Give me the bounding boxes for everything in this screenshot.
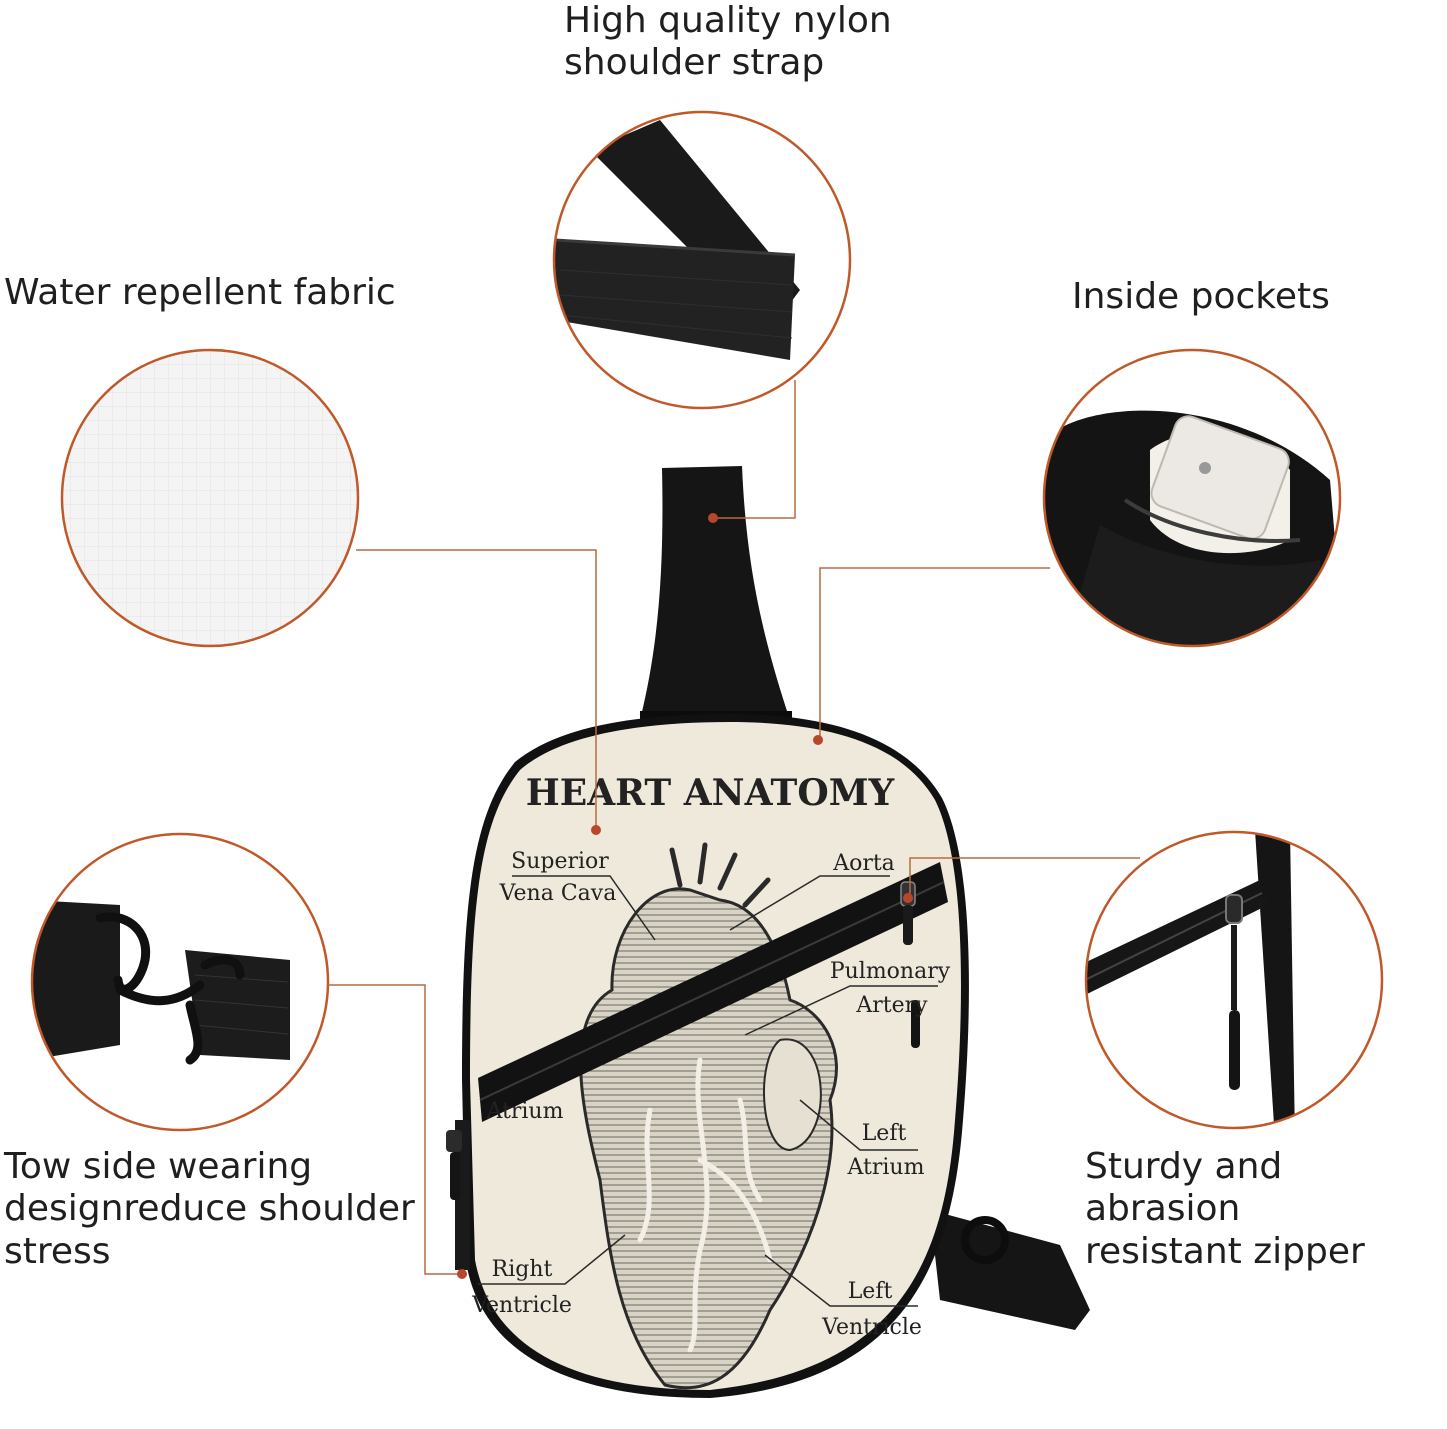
label-pulmonary-1: Pulmonary bbox=[830, 959, 951, 984]
label-superior-1: Superior bbox=[511, 849, 609, 874]
print-title: HEART ANATOMY bbox=[526, 772, 896, 814]
label-pockets: Inside pockets bbox=[1072, 276, 1330, 317]
label-left-ventricle-1: Left bbox=[848, 1279, 893, 1304]
label-zipper: Sturdy and abrasion resistant zipper bbox=[1085, 1146, 1365, 1272]
label-wearing: Tow side wearing designreduce shoulder s… bbox=[4, 1146, 415, 1272]
adjuster-buckle-icon bbox=[30, 832, 330, 1132]
label-strap: High quality nylon shoulder strap bbox=[564, 0, 892, 84]
fabric-texture-icon bbox=[60, 348, 360, 648]
heart-labels: HEART ANATOMY Superior Vena Cava Aorta P… bbox=[471, 772, 951, 1340]
label-left-atrium-1: Left bbox=[862, 1121, 907, 1146]
label-left-ventricle-2: Ventricle bbox=[821, 1315, 922, 1340]
label-superior-2: Vena Cava bbox=[499, 881, 617, 906]
strap-detail-icon bbox=[552, 110, 852, 410]
leader-lines bbox=[328, 380, 1140, 1279]
label-pulmonary-2: Artery bbox=[855, 993, 928, 1018]
inside-pocket-icon bbox=[1042, 348, 1342, 648]
zipper-pull-icon bbox=[1084, 830, 1384, 1130]
label-right-ventricle-2: Ventricle bbox=[471, 1293, 572, 1318]
label-left-atrium-2: Atrium bbox=[847, 1155, 925, 1180]
label-aorta: Aorta bbox=[832, 851, 895, 876]
label-fabric: Water repellent fabric bbox=[4, 272, 396, 313]
sling-bag: HEART ANATOMY Superior Vena Cava Aorta P… bbox=[446, 466, 1090, 1398]
label-right-ventricle-1: Right bbox=[492, 1257, 553, 1282]
label-atrium: Atrium bbox=[486, 1099, 564, 1124]
